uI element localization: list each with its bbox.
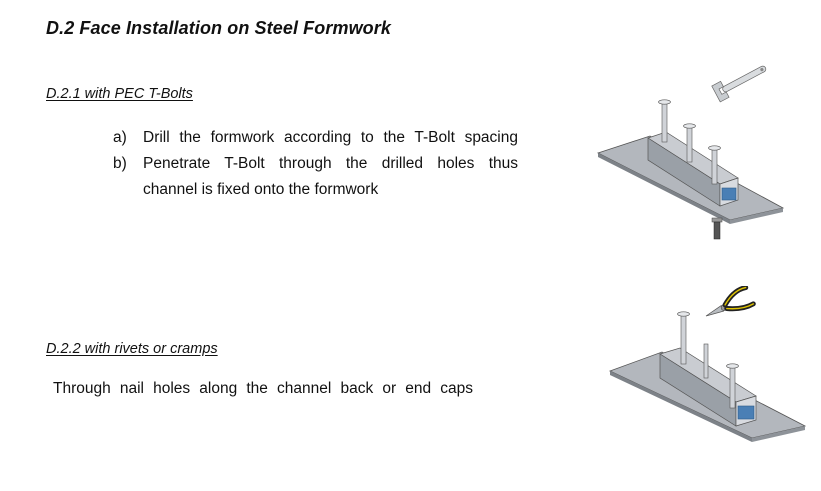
rivet-installation-illustration (608, 286, 807, 442)
subsection-title-rivets: D.2.2 with rivets or cramps (46, 341, 218, 357)
list-marker: b) (113, 155, 127, 172)
plate-edge (730, 208, 783, 224)
list-marker: a) (113, 129, 127, 146)
rivet (677, 311, 690, 365)
tbolt (708, 145, 721, 185)
plate-edge (598, 153, 730, 224)
plate-edge (610, 371, 752, 442)
tbolt (683, 123, 696, 163)
page-title: D.2 Face Installation on Steel Formwork (46, 18, 391, 38)
tbolt-installation-illustration (596, 65, 785, 240)
rivet (726, 363, 739, 409)
subsection-title-tbolts: D.2.1 with PEC T-Bolts (46, 86, 193, 102)
list-item-text: Penetrate T-Bolt through the drilled hol… (143, 155, 518, 172)
tbolt (658, 99, 671, 143)
rivets-description: Through nail holes along the channel bac… (53, 380, 473, 397)
channel-end-cap (737, 405, 755, 420)
list-item: a) Drill the formwork according to the T… (113, 125, 518, 151)
bolt-thread (713, 221, 721, 240)
list-item-continuation: channel is fixed onto the formwork (143, 181, 379, 198)
pliers-icon (705, 286, 756, 317)
list-item: b) Penetrate T-Bolt through the drilled … (113, 151, 518, 203)
channel-end-cap (721, 187, 737, 201)
plate-edge (752, 426, 805, 442)
rivet (703, 343, 709, 379)
nut (711, 217, 723, 223)
wrench-icon (711, 65, 767, 103)
list-item-text: Drill the formwork according to the T-Bo… (143, 129, 518, 146)
